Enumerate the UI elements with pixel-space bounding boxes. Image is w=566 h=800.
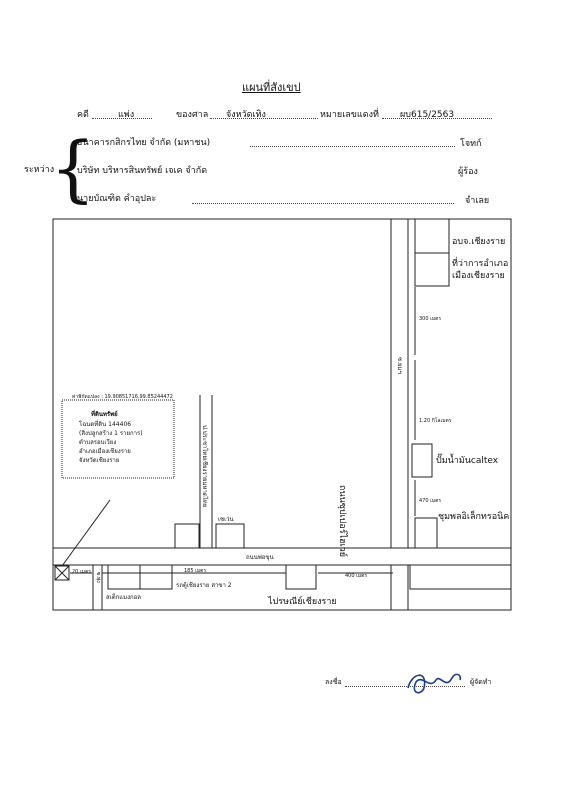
court-name-dotline [210,118,318,119]
bldg-post [285,564,317,590]
bldg-seven [215,523,245,549]
court-name: จังหวัดเทิง [226,110,266,120]
dist-185: 185 เมตร [184,568,207,574]
bldg-caltex [411,443,433,478]
defendant-name: นายบัณฑิต คำอุปละ [77,194,157,204]
property-line-4: อำเภอเมืองเชียงราย [79,448,131,455]
page-title: แผนที่สังเขป [242,81,301,94]
property-line-2: (สิ่งปลูกสร้าง 1 รายการ) [79,430,143,437]
property-line-1: โฉนดที่ดิน 144406 [79,421,132,428]
label-office: อบจ.เชียงราย [452,237,506,247]
map-frame [52,218,512,611]
sign-dotline [345,686,465,687]
plaintiff-name: ธนาคารกสิกรไทย จำกัด (มหาชน) [77,138,211,148]
sign-label: ลงชื่อ [325,678,342,686]
between-label: ระหว่าง [24,165,55,175]
dist-300: 300 เมตร [419,316,442,322]
brace: { [50,126,96,210]
defendant-role: จำเลย [465,196,490,206]
label-makro: สเต็กแมงกอล [106,594,141,601]
bldg-district [414,252,450,287]
dist-470: 470 เมตร [419,498,442,504]
plaintiff-dotline [250,146,455,147]
petitioner-role: ผู้ร้อง [458,167,478,177]
property-title: ที่ดินทรัพย์ [91,411,118,418]
property-callout-border [61,399,175,479]
red-no: ผบ615/2563 [400,110,455,120]
red-no-label: หมายเลขแดงที่ [320,110,379,120]
bldg-makro-2 [139,564,173,590]
label-district-1: ที่ว่าการอำเภอ [452,259,509,269]
label-seven: เซเว่น [218,516,234,523]
red-no-dotline [382,118,492,119]
dist-20: 20 เมตร [72,569,91,575]
coords-text: ค่าพิกัดแปลง : 19.90851716,99.85244472 [72,394,173,400]
dist-120: 1.20 กิโลเมตร [419,418,452,424]
signature-role: ผู้จัดทำ [470,678,492,686]
label-station: รถตู้เชียงราย สาขา 2 [176,582,232,589]
label-electronics: ชุมพลอิเล็กทรอนิค [438,512,510,522]
case-label: คดี [77,110,89,120]
label-district-2: เมืองเชียงราย [452,271,505,281]
property-line-5: จังหวัดเชียงราย [79,457,120,464]
plaintiff-role: โจทก์ [460,139,482,149]
bldg-small-1 [174,523,200,549]
label-post: ไปรษณีย์เชียงราย [268,597,337,607]
property-pointer [61,499,111,567]
property-line-3: ตำบลรอบเวียง [79,439,117,446]
bldg-lower-right [409,564,512,590]
label-gas: ปั๊มน้ำมันcaltex [436,456,499,466]
petitioner-name: บริษัท บริหารสินทรัพย์ เจเค จำกัด [77,166,208,176]
case-type: แพ่ง [118,110,135,120]
court-label: ของศาล [176,110,209,120]
defendant-dotline [192,203,454,204]
case-type-dotline [92,118,152,119]
label-main-road: ถนนพ่อขุน [246,554,274,561]
dist-400: 400 เมตร [345,573,368,579]
bldg-electronics [414,517,438,549]
